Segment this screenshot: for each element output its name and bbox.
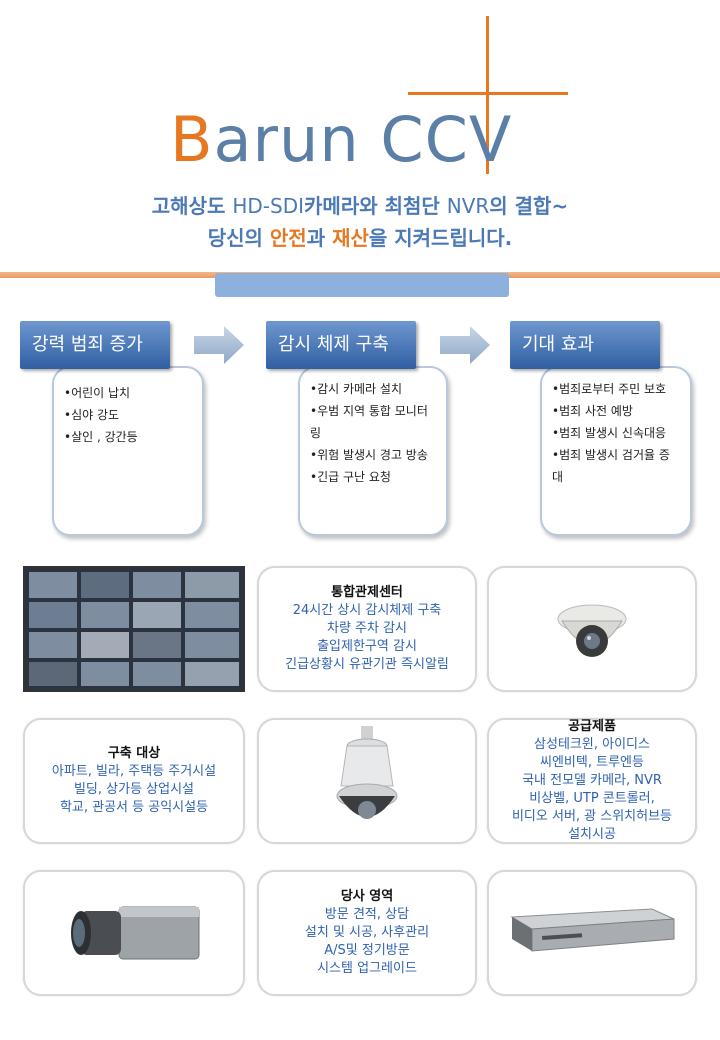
tagline-highlight: 안전 <box>269 226 307 250</box>
flow-item: •범죄 사전 예방 <box>552 404 633 418</box>
flow-item: •범죄 발생시 검거율 증대 <box>552 448 670 484</box>
tile-line: 시스템 업그레이드 <box>317 961 417 976</box>
arrow-right-icon <box>440 326 490 364</box>
flow-item: •우범 지역 통합 모니터링 <box>310 404 428 440</box>
tile-ptz-camera <box>257 718 477 844</box>
ptz-camera-icon <box>336 726 398 819</box>
flow-item: •어린이 납치 <box>64 386 131 400</box>
tagline-text: 당신의 <box>207 226 270 250</box>
flow-card-effect: •범죄로부터 주민 보호 •범죄 사전 예방 •범죄 발생시 신속대응 •범죄 … <box>540 366 692 536</box>
flow-card-crime: •어린이 납치 •심야 강도 •살인 , 강간등 <box>52 366 204 536</box>
tile-nvr <box>487 870 697 996</box>
tile-line: 출입제한구역 감시 <box>317 639 417 654</box>
logo-text-v: V <box>468 103 513 176</box>
flow-item: •위험 발생시 경고 방송 <box>310 448 428 462</box>
tagline-text: HD-SDI <box>232 194 305 218</box>
tile-products: 공급제품 삼성테크윈, 아이디스 씨엔비텍, 트루엔등 국내 전모델 카메라, … <box>487 718 697 844</box>
flow-title-crime: 강력 범죄 증가 <box>20 321 170 369</box>
nvr-recorder-icon <box>510 908 675 952</box>
tagline-text: 과 <box>306 226 333 250</box>
flow-item: •긴급 구난 요청 <box>310 470 391 484</box>
tile-line: 씨엔비텍, 트루엔등 <box>540 755 644 770</box>
tagline-highlight: 재산 <box>332 226 369 250</box>
tile-line: 긴급상황시 유관기관 즉시알림 <box>285 657 449 672</box>
cctv-monitor-wall-image <box>23 566 245 692</box>
tile-line: 아파트, 빌라, 주택등 주거시설 <box>51 764 217 779</box>
flow-title-effect: 기대 효과 <box>510 321 660 369</box>
arrow-right-icon <box>194 326 244 364</box>
tagline-line-1: 고해상도 HD-SDI카메라와 최첨단 NVR의 결합~ <box>0 190 720 219</box>
tile-title: 당사 영역 <box>340 889 394 904</box>
flow-item: •심야 강도 <box>64 408 120 422</box>
tile-line: 방문 견적, 상담 <box>324 907 410 922</box>
tile-dome-camera <box>487 566 697 692</box>
tile-line: 차량 주차 감시 <box>326 621 408 636</box>
tile-control-center: 통합관제센터 24시간 상시 감시체제 구축 차량 주차 감시 출입제한구역 감… <box>257 566 477 692</box>
tile-targets: 구축 대상 아파트, 빌라, 주택등 주거시설 빌딩, 상가등 상업시설 학교,… <box>23 718 245 844</box>
tagline-text: 고해상도 <box>151 194 233 218</box>
tagline-text: 을 지켜드립니다. <box>368 226 513 250</box>
tile-line: 비상벨, UTP 콘트롤러, <box>529 791 655 806</box>
logo-cross-horizontal <box>408 92 568 95</box>
tagline-text: NVR <box>446 194 490 218</box>
tile-services: 당사 영역 방문 견적, 상담 설치 및 시공, 사후관리 A/S및 정기방문 … <box>257 870 477 996</box>
dome-camera-icon <box>557 604 627 657</box>
tile-title: 통합관제센터 <box>331 585 403 600</box>
box-camera-icon <box>71 906 200 960</box>
tagline-line-2: 당신의 안전과 재산을 지켜드립니다. <box>0 222 720 251</box>
tile-line: 국내 전모델 카메라, NVR <box>522 773 662 788</box>
tile-line: 학교, 관공서 등 공익시설등 <box>59 800 209 815</box>
logo-text-main: Barun CC <box>170 103 469 176</box>
tagline-text: 카메라와 최첨단 <box>304 194 447 218</box>
tagline-text: 의 결합~ <box>489 194 569 218</box>
monitor-grid-icon <box>25 568 243 690</box>
flow-item: •범죄 발생시 신속대응 <box>552 426 667 440</box>
tile-line: A/S및 정기방문 <box>324 943 410 958</box>
tile-box-camera <box>23 870 245 996</box>
flow-title-surveillance: 감시 체제 구축 <box>266 321 416 369</box>
tile-line: 빌딩, 상가등 상업시설 <box>73 782 195 797</box>
tile-line: 삼성테크윈, 아이디스 <box>534 737 650 752</box>
tile-title: 구축 대상 <box>107 746 161 761</box>
logo-cross-vertical <box>486 16 489 174</box>
tile-line: 24시간 상시 감시체제 구축 <box>292 603 442 618</box>
flow-item: •감시 카메라 설치 <box>310 382 402 396</box>
flow-item: •범죄로부터 주민 보호 <box>552 382 667 396</box>
tile-line: 설치시공 <box>568 827 616 842</box>
tile-title: 공급제품 <box>568 719 616 734</box>
tile-line: 설치 및 시공, 사후관리 <box>304 925 430 940</box>
tile-line: 비디오 서버, 광 스위치허브등 <box>511 809 673 824</box>
flow-item: •살인 , 강간등 <box>64 430 138 444</box>
logo: Barun CCV <box>170 100 570 180</box>
section-bar <box>215 273 509 297</box>
flow-card-surveillance: •감시 카메라 설치 •우범 지역 통합 모니터링 •위험 발생시 경고 방송 … <box>298 366 448 536</box>
